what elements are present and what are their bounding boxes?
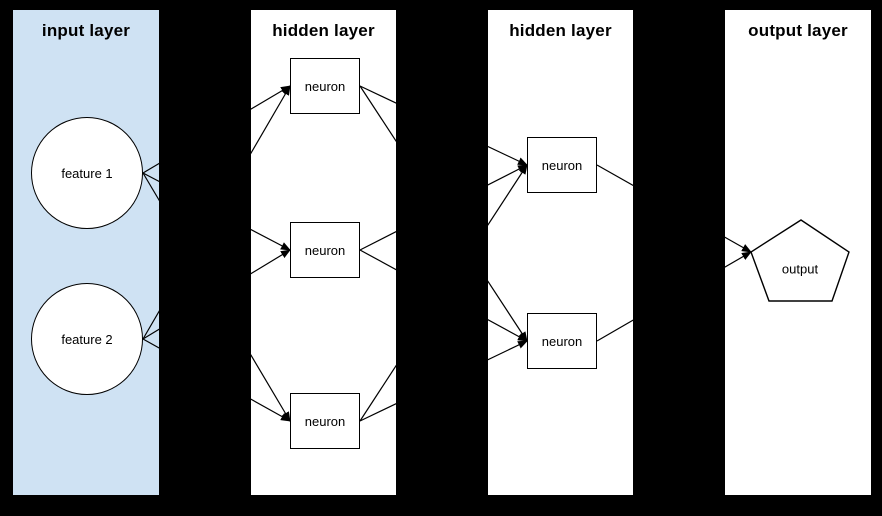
panel-input-layer: input layer xyxy=(13,10,159,495)
node-hidden1-neuron-3: neuron xyxy=(290,393,360,449)
panel-hidden-layer-2: hidden layer xyxy=(488,10,633,495)
hidden1-neuron-1-label: neuron xyxy=(304,78,346,94)
hidden2-neuron-2-label: neuron xyxy=(541,333,583,349)
hidden2-neuron-1-label: neuron xyxy=(541,157,583,173)
node-feature-2: feature 2 xyxy=(31,283,143,395)
node-hidden2-neuron-1: neuron xyxy=(527,137,597,193)
output-layer-title: output layer xyxy=(748,21,848,40)
hidden-layer-1-title: hidden layer xyxy=(272,21,375,40)
output-node-label: output xyxy=(781,261,819,277)
node-feature-1: feature 1 xyxy=(31,117,143,229)
feature-1-label: feature 1 xyxy=(61,165,113,181)
node-hidden1-neuron-1: neuron xyxy=(290,58,360,114)
hidden-layer-2-title: hidden layer xyxy=(509,21,612,40)
hidden1-neuron-3-label: neuron xyxy=(304,413,346,429)
panel-output-layer: output layer xyxy=(725,10,871,495)
node-hidden1-neuron-2: neuron xyxy=(290,222,360,278)
hidden1-neuron-2-label: neuron xyxy=(304,242,346,258)
node-hidden2-neuron-2: neuron xyxy=(527,313,597,369)
input-layer-title: input layer xyxy=(41,21,131,40)
feature-2-label: feature 2 xyxy=(61,331,113,347)
